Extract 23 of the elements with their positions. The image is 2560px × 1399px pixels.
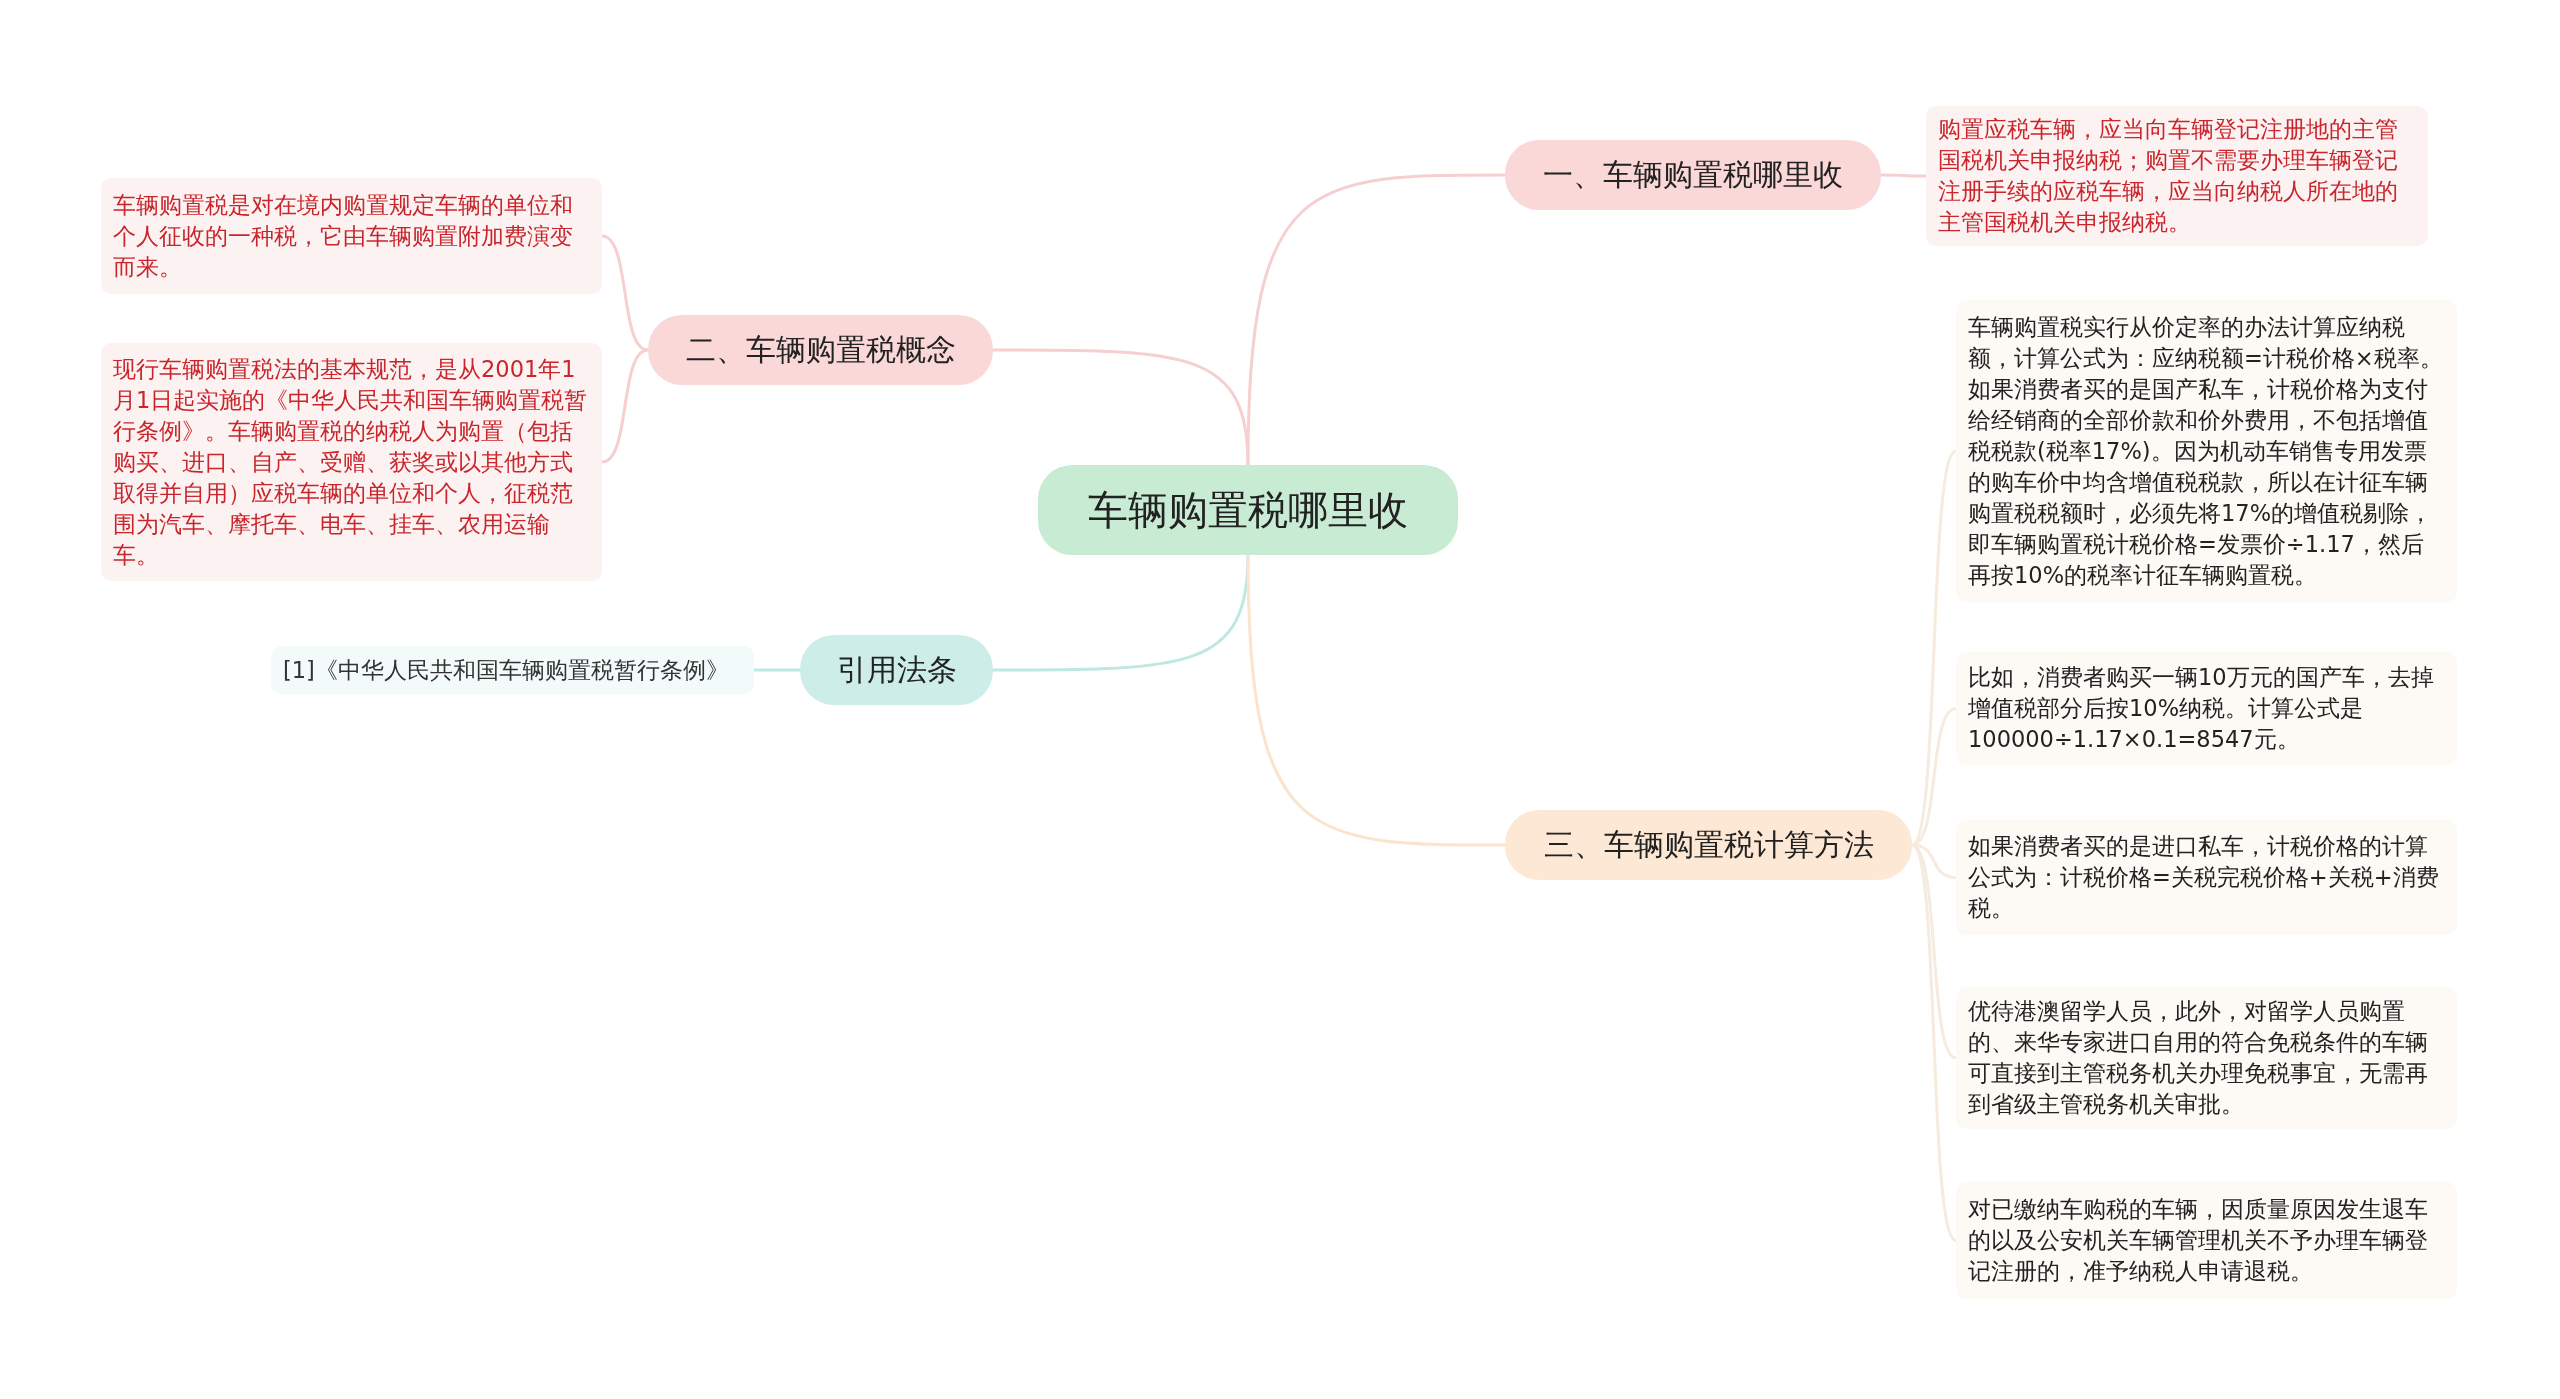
connector bbox=[601, 234, 649, 352]
connector bbox=[1246, 173, 1505, 466]
branch-bubble: 二、车辆购置税概念 bbox=[648, 315, 993, 385]
branch-bubble: 引用法条 bbox=[800, 635, 993, 705]
connector bbox=[993, 554, 1250, 672]
note-card: [1]《中华人民共和国车辆购置税暂行条例》 bbox=[271, 646, 754, 694]
note-card: 如果消费者买的是进口私车，计税价格的计算公式为：计税价格=关税完税价格+关税+消费税。 bbox=[1956, 820, 2457, 935]
branch-bubble: 一、车辆购置税哪里收 bbox=[1505, 140, 1881, 210]
note-card: 车辆购置税实行从价定率的办法计算应纳税额，计算公式为：应纳税额=计税价格×税率。如果消费者买的是国产私车，计税价格为支付给经销商的全部价款和价外费用，不包括增值税税款(税率17%)。因为机动车销售专用发票的购车价中均含增值税税款，所以在计征车辆购置税税额时，必须先将17%的增值税剔除，即车辆购置税计税价格=发票价÷1.17，然后再按10%的税率计征车辆购置税。 bbox=[1956, 300, 2457, 602]
note-card: 对已缴纳车购税的车辆，因质量原因发生退车的以及公安机关车辆管理机关不予办理车辆登记注册的，准予纳税人申请退税。 bbox=[1956, 1182, 2457, 1299]
connector bbox=[1910, 844, 1958, 1242]
note-card: 现行车辆购置税法的基本规范，是从2001年1月1日起实施的《中华人民共和国车辆购置税暂行条例》。车辆购置税的纳税人为购置（包括购买、进口、自产、受赠、获奖或以其他方式取得并自用）应税车辆的单位和个人，征税范围为汽车、摩托车、电车、挂车、农用运输车。 bbox=[101, 343, 602, 581]
connector bbox=[1881, 173, 1926, 178]
connector bbox=[754, 668, 800, 672]
note-card: 优待港澳留学人员，此外，对留学人员购置的、来华专家进口自用的符合免税条件的车辆可直接到主管税务机关办理免税事宜，无需再到省级主管税务机关审批。 bbox=[1956, 987, 2457, 1129]
note-card: 比如，消费者购买一辆10万元的国产车，去掉增值税部分后按10%纳税。计算公式是100000÷1.17×0.1=8547元。 bbox=[1956, 652, 2457, 765]
topic-bubble: 车辆购置税哪里收 bbox=[1038, 465, 1458, 555]
note-card: 车辆购置税是对在境内购置规定车辆的单位和个人征收的一种税，它由车辆购置附加费演变而来。 bbox=[101, 178, 602, 294]
connector bbox=[993, 348, 1250, 466]
branch-bubble: 三、车辆购置税计算方法 bbox=[1505, 810, 1912, 880]
connector bbox=[1246, 554, 1505, 847]
connector bbox=[601, 348, 649, 464]
note-card: 购置应税车辆，应当向车辆登记注册地的主管国税机关申报纳税；购置不需要办理车辆登记注册手续的应税车辆，应当向纳税人所在地的主管国税机关申报纳税。 bbox=[1926, 106, 2428, 246]
